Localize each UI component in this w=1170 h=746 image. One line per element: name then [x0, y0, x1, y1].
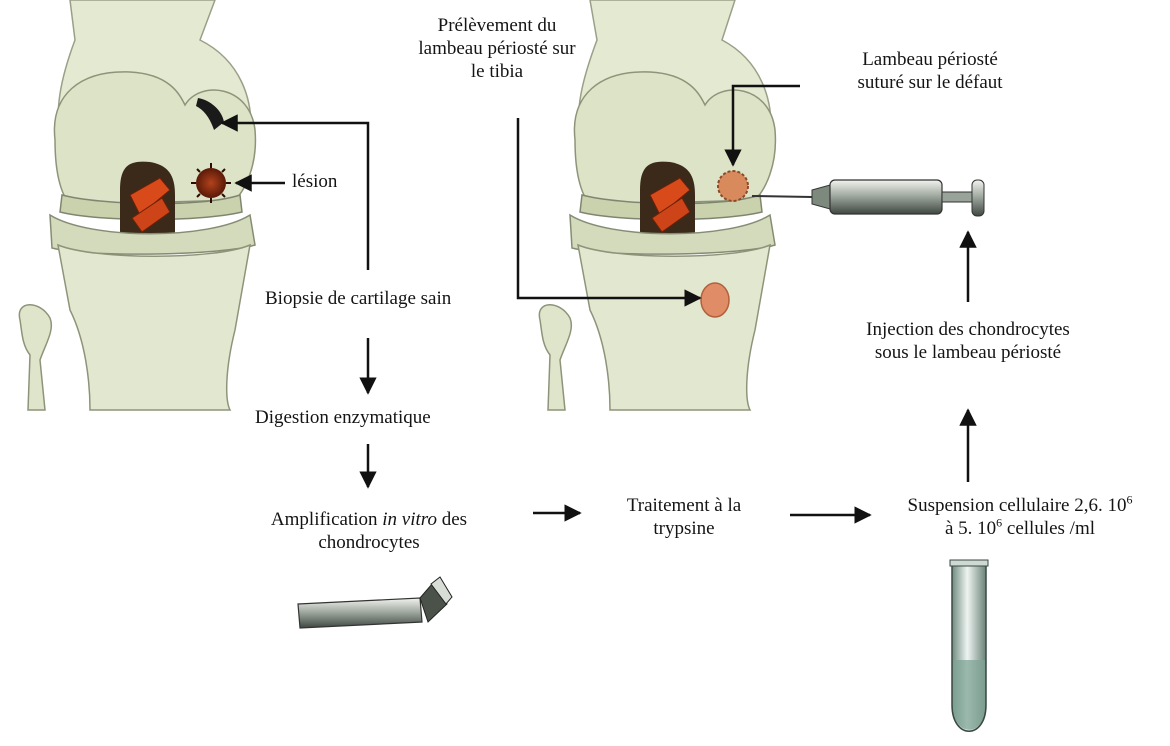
- periosteum-harvest-label: Prélèvement du lambeau périosté sur le t…: [392, 14, 602, 83]
- cell-suspension-label: Suspension cellulaire 2,6. 106 à 5. 106 …: [872, 494, 1168, 540]
- digestion-label: Digestion enzymatique: [255, 406, 431, 429]
- sutured-flap-icon: [718, 171, 748, 201]
- trypsin-label: Traitement à la trypsine: [604, 494, 764, 540]
- culture-flask-icon: [298, 577, 452, 628]
- lesion-label: lésion: [292, 170, 337, 193]
- lesion-mark-icon: [191, 163, 231, 203]
- syringe-icon: [752, 180, 984, 216]
- knee-joint-icon: [19, 0, 255, 410]
- sutured-flap-label: Lambeau périosté suturé sur le défaut: [820, 48, 1040, 94]
- amplification-label: Amplification in vitro des chondrocytes: [254, 508, 484, 554]
- periosteum-harvest-icon: [701, 283, 729, 317]
- test-tube-icon: [950, 560, 988, 731]
- injection-label: Injection des chondrocytes sous le lambe…: [850, 318, 1086, 364]
- biopsy-label: Biopsie de cartilage sain: [265, 287, 451, 310]
